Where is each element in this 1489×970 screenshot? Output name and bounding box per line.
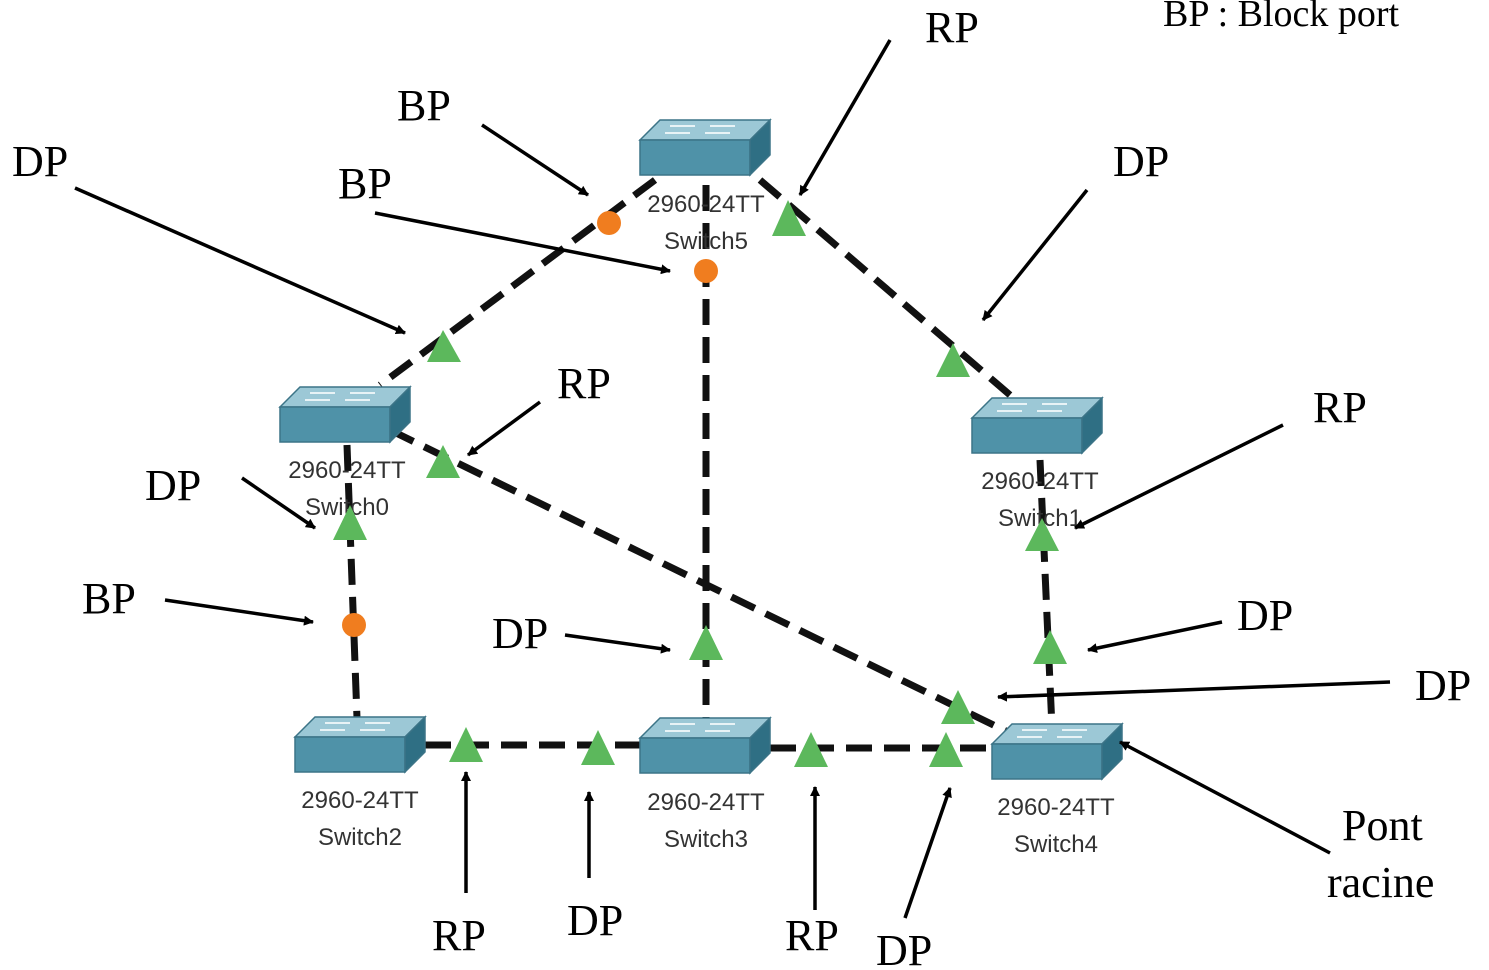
blocked-port-dot <box>342 613 366 637</box>
arrow <box>466 400 542 457</box>
link-sw1-sw4 <box>1036 459 1056 729</box>
port-label-bp: BP <box>82 574 136 623</box>
switch-model-label: 2960-24TT <box>288 457 406 484</box>
arrow <box>1087 620 1223 654</box>
arrow <box>74 186 406 335</box>
arrow <box>564 633 671 654</box>
port-triangle-icon <box>581 730 615 765</box>
link-sw0-sw2 <box>343 444 361 719</box>
port-label-rp: RP <box>432 911 486 960</box>
root-bridge-label: Pont <box>1342 801 1423 850</box>
switch-icon <box>639 717 771 774</box>
port-label-dp: DP <box>492 609 548 658</box>
port-triangle-icon <box>427 330 461 362</box>
port-label-bp: BP <box>397 81 451 130</box>
port-triangle-icon <box>426 445 460 478</box>
switch-icon <box>639 119 771 176</box>
port-label-rp: RP <box>785 911 839 960</box>
port-label-dp: DP <box>1237 591 1293 640</box>
switch-4[interactable] <box>991 723 1123 780</box>
port-label-dp: DP <box>1113 137 1169 186</box>
port-label-dp: DP <box>145 461 201 510</box>
arrow <box>997 680 1391 702</box>
switch-name-label: Switch5 <box>664 228 748 255</box>
switch-model-label: 2960-24TT <box>997 794 1115 821</box>
port-label-rp: RP <box>557 359 611 408</box>
port-triangle-icon <box>689 625 723 660</box>
switch-name-label: Switch4 <box>1014 831 1098 858</box>
legend-text: BP : Block port <box>1163 0 1400 35</box>
blocked-port-dot <box>597 211 621 235</box>
port-label-dp: DP <box>12 137 68 186</box>
port-markers <box>333 200 1067 767</box>
port-triangle-icon <box>1033 630 1067 664</box>
port-triangle-icon <box>333 505 367 540</box>
port-triangle-icon <box>794 732 828 767</box>
blocked-port-dot <box>694 259 718 283</box>
port-label-rp: RP <box>1313 383 1367 432</box>
switch-icon <box>991 723 1123 780</box>
port-label-dp: DP <box>876 926 932 970</box>
link-sw5-sw1 <box>757 177 1013 398</box>
switch-model-label: 2960-24TT <box>981 468 1099 495</box>
port-triangle-icon <box>449 727 483 762</box>
annotation-arrows <box>74 39 1391 919</box>
switch-model-label: 2960-24TT <box>647 191 765 218</box>
port-triangle-icon <box>941 690 975 724</box>
arrow <box>164 598 314 626</box>
port-label-dp: DP <box>567 896 623 945</box>
port-triangle-icon <box>1025 518 1059 551</box>
switch-icon <box>971 397 1103 454</box>
switch-name-label: Switch3 <box>664 826 748 853</box>
link-sw0-sw4 <box>388 426 1022 742</box>
switch-model-label: 2960-24TT <box>647 789 765 816</box>
blocked-ports <box>342 211 718 637</box>
arrow <box>903 787 952 919</box>
port-triangle-icon <box>929 732 963 767</box>
switch-2[interactable] <box>294 716 426 773</box>
switch-icon <box>279 386 411 443</box>
link-sw5-sw0 <box>377 177 658 388</box>
arrow <box>481 123 589 197</box>
port-label-bp: BP <box>338 159 392 208</box>
switch-icon <box>294 716 426 773</box>
switch-3[interactable] <box>639 717 771 774</box>
arrow <box>981 188 1089 322</box>
port-triangle-icon <box>772 200 806 236</box>
switch-name-label: Switch2 <box>318 824 402 851</box>
switch-1[interactable] <box>971 397 1103 454</box>
port-label-rp: RP <box>925 3 979 52</box>
arrow <box>1074 423 1284 530</box>
switch-model-label: 2960-24TT <box>301 787 419 814</box>
switch-0[interactable] <box>279 386 411 443</box>
arrow <box>241 476 316 530</box>
port-label-dp: DP <box>1415 661 1471 710</box>
port-triangle-icon <box>936 343 970 377</box>
arrow <box>374 211 671 275</box>
root-bridge-label: racine <box>1327 858 1434 907</box>
switch-5[interactable] <box>639 119 771 176</box>
arrow <box>798 39 892 196</box>
arrow <box>1119 740 1331 855</box>
